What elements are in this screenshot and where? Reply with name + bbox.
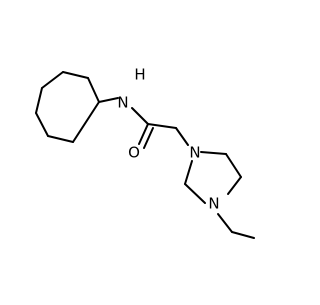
bond <box>184 160 193 185</box>
bond <box>35 87 43 114</box>
molecule-canvas: N H O N N <box>35 66 255 239</box>
bond <box>62 71 89 79</box>
bond <box>138 123 149 145</box>
bond <box>143 127 154 149</box>
cycloheptyl-ring <box>35 71 100 143</box>
bond-nh-to-carbonyl <box>131 107 149 125</box>
bond-ring-to-nh <box>98 97 119 103</box>
bond-ch2-to-n1 <box>175 127 189 146</box>
piperazine-ring <box>184 151 242 204</box>
bond <box>227 176 242 195</box>
piperazine-n4-label: N <box>208 195 219 213</box>
bond <box>72 101 100 143</box>
piperazine-n1-label: N <box>189 144 200 162</box>
bond <box>200 151 227 155</box>
molecule-structure: N H O N N <box>35 66 255 239</box>
amide-hydrogen-label: H <box>134 66 145 84</box>
bond-ethyl <box>231 231 255 239</box>
carbonyl-oxygen-label: O <box>128 144 140 162</box>
amide-nitrogen-label: N <box>117 94 128 112</box>
bond <box>35 112 49 137</box>
bond <box>87 77 100 103</box>
bond-n4-to-ethyl <box>217 213 233 233</box>
bond <box>47 135 74 143</box>
bond <box>41 71 64 89</box>
bond <box>225 153 242 178</box>
carbonyl-double-bond <box>138 123 154 149</box>
bond <box>184 183 206 204</box>
bond-carbonyl-to-ch2 <box>147 123 177 129</box>
